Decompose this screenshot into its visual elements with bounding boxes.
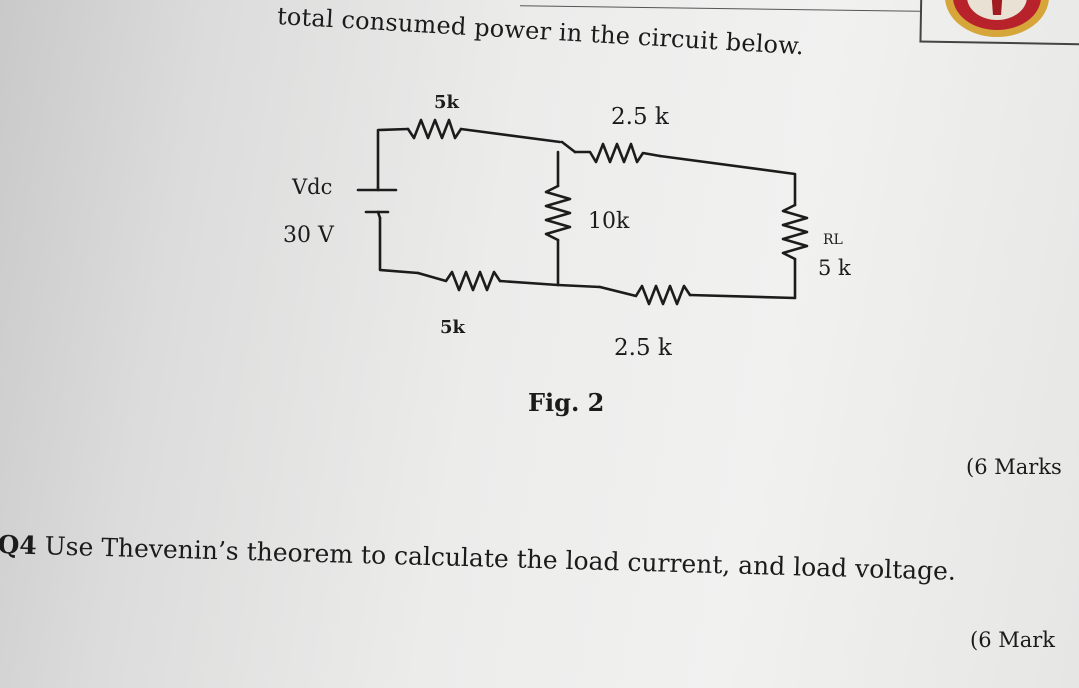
marks-label-previous: (6 Marks [966,455,1062,479]
wire-bottom-mid [498,279,602,289]
wire-top-right [658,154,797,207]
resistor-bottom-left [416,270,502,292]
resistor-load [781,203,809,261]
r-bottom-right-label: 2.5 k [614,335,673,361]
wire-top-mid [459,127,562,144]
question-number: Q4 [0,530,38,561]
wire-left-bottom [378,216,420,275]
wire-right-bottom [688,257,797,300]
load-name-label: RL [823,232,843,248]
source-name-label: Vdc [291,175,332,199]
wire-battery-bottom [376,210,382,220]
university-seal-icon [945,0,1049,37]
load-value-label: 5 k [818,256,851,280]
resistor-middle [544,184,572,242]
resistor-top-left [406,118,463,140]
figure-caption: Fig. 2 [528,388,605,417]
marks-label-question-4: (6 Mark [970,628,1056,652]
wire-node-top [560,140,577,154]
r-middle-label: 10k [588,209,630,234]
r-top-left-label: 5k [434,92,460,113]
r-bottom-left-label: 5k [440,317,466,338]
wire-left-top [376,127,410,189]
source-value-label: 30 V [283,223,335,248]
r-top-right-label: 2.5 k [611,104,670,130]
resistor-bottom-right [598,284,692,306]
resistor-top-right [573,142,662,164]
